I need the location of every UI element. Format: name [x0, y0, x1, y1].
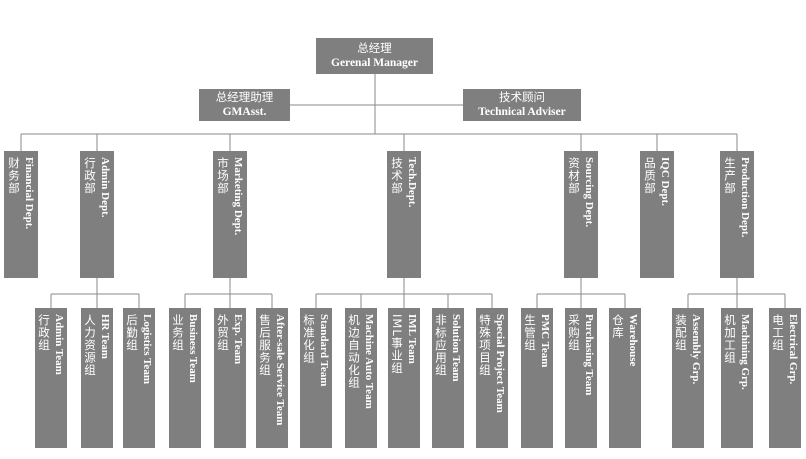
gm-zh: 总经理	[357, 41, 392, 55]
team-iml: IML Team IML事业组	[388, 308, 420, 448]
team-machine-auto: Machine Auto Team 机边自动化组	[345, 308, 377, 448]
gm-box: 总经理 Gerenal Manager	[316, 38, 433, 74]
team-assembly: Assembly Grp. 装配组	[672, 308, 704, 448]
adviser-zh: 技术顾问	[499, 90, 545, 104]
team-warehouse: Warehouse 仓库	[609, 308, 641, 448]
team-electrical: Electrical Grp. 电工组	[769, 308, 801, 448]
team-logistics: Logistics Team 后勤组	[123, 308, 155, 448]
team-special-project: Special Project Team 特殊项目组	[476, 308, 508, 448]
dept-tech: Tech.Dept. 技术部	[387, 151, 421, 278]
assistant-en: GMAsst.	[222, 106, 267, 118]
team-business: Business Team 业务组	[169, 308, 201, 448]
team-hr: HR Team 人力资源组	[81, 308, 113, 448]
gm-en: Gerenal Manager	[331, 57, 418, 69]
team-purchasing: Purchasing Team 采购组	[565, 308, 597, 448]
dept-admin: Admin Dept. 行政部	[80, 151, 114, 278]
team-machining: Machining Grp. 机加工组	[721, 308, 753, 448]
team-pmc: PMC Team 生管组	[521, 308, 553, 448]
assistant-box: 总经理助理 GMAsst.	[199, 89, 290, 121]
team-admin: Admin Team 行政组	[35, 308, 67, 448]
assistant-zh: 总经理助理	[215, 90, 274, 104]
team-standard: Standard Team 标准化组	[300, 308, 332, 448]
team-after-sale: After-sale Service Team 售后服务组	[256, 308, 288, 448]
dept-iqc: IQC Dept. 品质部	[640, 151, 674, 278]
dept-sourcing: Sourcing Dept. 资材部	[564, 151, 598, 278]
dept-production: Production Dept. 生产部	[720, 151, 754, 278]
adviser-en: Technical Adviser	[478, 106, 566, 118]
dept-marketing: Marketing Dept. 市场部	[213, 151, 247, 278]
adviser-box: 技术顾问 Technical Adviser	[463, 89, 581, 121]
team-export: Exp. Team 外贸组	[214, 308, 246, 448]
team-solution: Solution Team 非标应用组	[432, 308, 464, 448]
dept-financial: Financial Dept. 财务部	[4, 151, 38, 278]
